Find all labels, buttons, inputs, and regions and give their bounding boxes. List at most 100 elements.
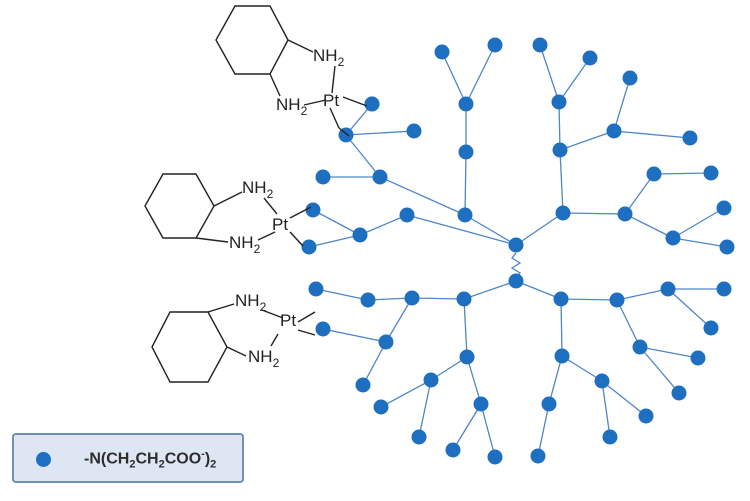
branch-node: [458, 96, 474, 112]
branch-node: [315, 169, 331, 185]
branch-node: [690, 350, 706, 366]
bond: [559, 149, 564, 214]
bond: [616, 288, 669, 301]
bond: [616, 299, 641, 348]
branch-node: [352, 227, 368, 243]
branch-node: [457, 207, 473, 223]
cyclohexane-ring: [151, 311, 228, 383]
bond: [560, 298, 563, 357]
branch-node: [373, 399, 389, 415]
branch-node: [555, 205, 571, 221]
bond: [558, 57, 591, 103]
pt-complex-2: NH2 NH2 Pt: [144, 173, 312, 256]
branch-node: [552, 142, 568, 158]
branch-node: [703, 320, 719, 336]
pt-complex-3: NH2 NH2 Pt: [151, 291, 316, 383]
amine-label: NH: [276, 95, 301, 114]
branch-node: [646, 166, 662, 182]
branch-node: [372, 169, 388, 185]
svg-text:NH2: NH2: [229, 233, 261, 256]
bond: [613, 77, 631, 132]
bond: [639, 346, 680, 394]
bond: [624, 213, 674, 239]
bond: [385, 297, 413, 343]
branch-node: [660, 281, 676, 297]
branch-node: [305, 202, 321, 218]
bond: [465, 44, 496, 105]
branch-node: [487, 449, 503, 465]
bond: [322, 328, 387, 343]
branch-node: [553, 291, 569, 307]
branch-node: [411, 429, 427, 445]
amine-label: NH: [229, 233, 254, 252]
bond: [441, 51, 467, 105]
branch-node: [315, 321, 331, 337]
branch-node: [541, 396, 557, 412]
blue-dot-icon: [36, 452, 51, 467]
branch-node: [399, 207, 415, 223]
branch-node: [355, 377, 371, 393]
branch-node: [606, 123, 622, 139]
cyclohexane-ring: [144, 173, 215, 239]
bond: [559, 130, 615, 151]
bond: [411, 297, 465, 300]
bond: [558, 101, 561, 151]
svg-text:NH2: NH2: [235, 291, 267, 314]
amine-label: NH: [248, 347, 273, 366]
branch-node: [423, 372, 439, 388]
branch-node: [554, 348, 570, 364]
bond: [537, 403, 550, 457]
branch-node: [638, 408, 654, 424]
bond: [560, 298, 618, 301]
svg-text:NH2: NH2: [248, 347, 280, 370]
bond: [601, 380, 611, 438]
branch-node: [473, 396, 489, 412]
amine-label: NH: [235, 291, 260, 310]
branch-node: [716, 281, 732, 297]
branch-node: [719, 239, 735, 255]
bond: [601, 380, 647, 417]
platinum-label: Pt: [280, 311, 296, 330]
bond: [452, 403, 482, 451]
amine-label: NH: [313, 46, 338, 65]
branch-node: [602, 429, 618, 445]
amine-label: NH: [242, 178, 267, 197]
branch-node: [301, 239, 317, 255]
branch-node: [530, 448, 546, 464]
bond: [561, 355, 603, 382]
bond: [308, 234, 361, 248]
branch-node: [622, 70, 638, 86]
branch-node: [582, 50, 598, 66]
bond: [464, 151, 467, 216]
svg-text:NH2: NH2: [242, 178, 274, 201]
bond: [548, 355, 563, 405]
platinum-label: Pt: [323, 91, 339, 110]
branch-node: [456, 291, 472, 307]
branch-node: [404, 290, 420, 306]
branch-node: [532, 37, 548, 53]
svg-text:NH2: NH2: [313, 46, 345, 69]
bond: [380, 379, 432, 408]
branch-node: [716, 200, 732, 216]
bond: [345, 134, 381, 178]
bond: [379, 176, 466, 216]
branch-node: [594, 373, 610, 389]
bond: [613, 130, 691, 139]
bond: [653, 172, 712, 175]
branch-node: [308, 281, 324, 297]
branch-node: [378, 334, 394, 350]
platinum-label: Pt: [272, 215, 288, 234]
bond: [639, 346, 699, 359]
bond: [624, 173, 655, 215]
branch-node: [487, 37, 503, 53]
branch-node: [632, 339, 648, 355]
branch-node: [445, 442, 461, 458]
branch-node: [703, 165, 719, 181]
bond: [515, 280, 562, 300]
bond: [359, 214, 408, 236]
bond: [312, 209, 361, 236]
branch-node: [458, 144, 474, 160]
svg-text:NH2: NH2: [276, 95, 308, 118]
branch-node: [508, 273, 524, 289]
branch-node: [671, 385, 687, 401]
